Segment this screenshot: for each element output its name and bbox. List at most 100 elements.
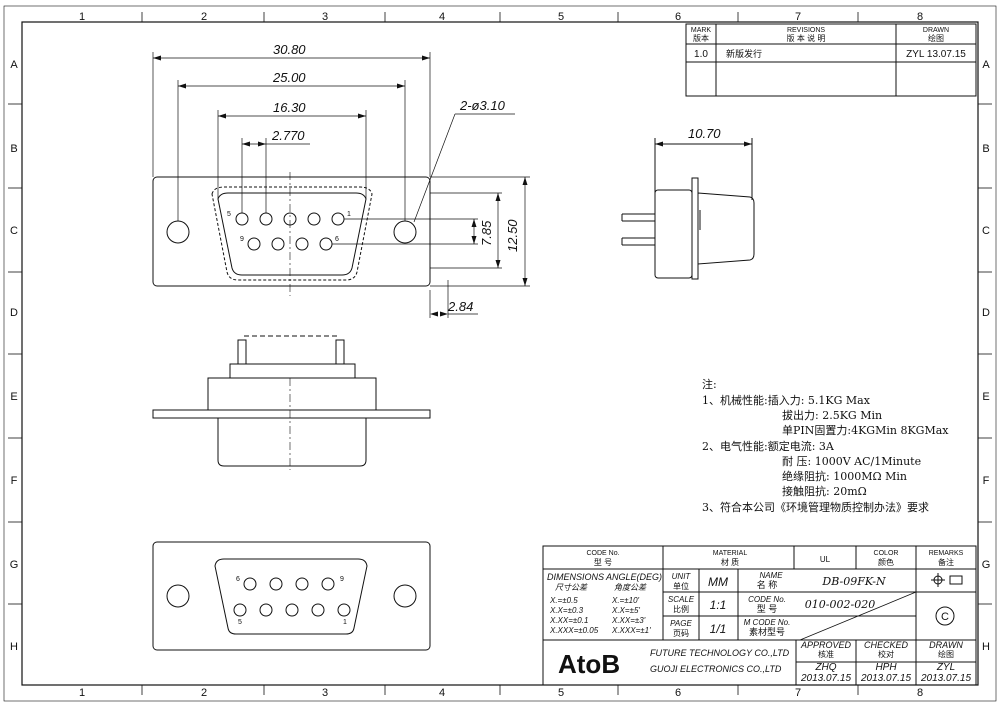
logo-area: AtoB FUTURE TECHNOLOGY CO.,LTD GUOJI ELE… bbox=[558, 648, 790, 679]
tb-code-label-cn: 型 号 bbox=[594, 558, 612, 567]
tb-scale-value: 1:1 bbox=[710, 598, 727, 612]
col-label: 2 bbox=[201, 11, 207, 23]
tb-code-label: CODE No. bbox=[586, 550, 619, 557]
dim-overall-width: 30.80 bbox=[273, 42, 306, 57]
tb-material-label: MATERIAL bbox=[713, 550, 748, 557]
col-label: 6 bbox=[675, 11, 681, 23]
dim-shell-width: 16.30 bbox=[273, 100, 306, 115]
row-label: E bbox=[10, 391, 17, 403]
tb-c-mark: C bbox=[941, 611, 949, 623]
mark-label-cn: 版本 bbox=[693, 33, 709, 43]
tb-angle-tolerance: X.=±10' bbox=[611, 596, 640, 605]
top-view bbox=[152, 335, 431, 470]
row-label: F bbox=[983, 475, 990, 487]
tb-tolerance: X.X=±0.3 bbox=[549, 606, 584, 615]
col-label: 4 bbox=[439, 687, 445, 699]
dim-depth: 10.70 bbox=[688, 126, 721, 141]
front-pin-labels: 5 1 9 6 bbox=[227, 211, 351, 243]
tb-approved-label-cn: 核准 bbox=[818, 649, 834, 659]
tb-code-label-2: CODE No. bbox=[748, 595, 786, 604]
tb-mcode-label-cn: 素材型号 bbox=[749, 626, 785, 637]
row-label: B bbox=[982, 143, 989, 155]
tb-checked-by: HPH bbox=[875, 662, 897, 673]
note-line: 绝缘阻抗: 1000MΩ Min bbox=[782, 469, 907, 483]
signoff-block: APPROVED 核准 ZHQ 2013.07.15 CHECKED 校对 HP… bbox=[800, 640, 971, 684]
tb-approved-by: ZHQ bbox=[814, 662, 836, 673]
row-label: G bbox=[10, 559, 19, 571]
dim-offset: 2.84 bbox=[447, 299, 473, 314]
note-line: 2、电气性能:额定电流: 3A bbox=[702, 439, 835, 453]
col-label: 7 bbox=[795, 11, 801, 23]
column-ticks bbox=[8, 12, 992, 695]
tb-remarks-label-cn: 备注 bbox=[938, 557, 954, 567]
pin-label: 6 bbox=[335, 236, 339, 243]
pin-label: 1 bbox=[347, 211, 351, 218]
row-label: C bbox=[10, 225, 18, 237]
front-dimension-labels: 30.80 25.00 16.30 2.770 2-ø3.10 7.85 12.… bbox=[271, 42, 520, 314]
front-view bbox=[152, 172, 431, 296]
pin-label: 1 bbox=[343, 619, 347, 626]
company-name-1: FUTURE TECHNOLOGY CO.,LTD bbox=[650, 648, 790, 658]
dim-shell-height: 12.50 bbox=[505, 219, 520, 252]
notes-title: 注: bbox=[702, 377, 717, 391]
row-label: A bbox=[982, 59, 990, 71]
col-label: 3 bbox=[322, 687, 328, 699]
row-label: C bbox=[982, 225, 990, 237]
revision-description: 新版发行 bbox=[726, 48, 762, 59]
col-label: 8 bbox=[917, 687, 923, 699]
note-line: 单PIN固置力:4KGMin 8KGMax bbox=[782, 424, 949, 437]
tb-unit-label: UNIT bbox=[672, 572, 692, 581]
company-name-2: GUOJI ELECTRONICS CO.,LTD bbox=[650, 664, 782, 674]
side-arrows bbox=[655, 141, 752, 147]
tb-checked-label-cn: 校对 bbox=[878, 649, 894, 659]
drawn-label: DRAWN bbox=[923, 27, 949, 34]
tb-page-label-cn: 页码 bbox=[673, 629, 689, 638]
tb-color-label-cn: 颜色 bbox=[878, 557, 894, 567]
revisions-label: REVISIONS bbox=[787, 27, 825, 34]
tb-page-value: 1/1 bbox=[710, 622, 727, 636]
dim-row-spacing: 7.85 bbox=[479, 220, 494, 246]
tb-tolerance: X.XX=±0.1 bbox=[549, 616, 588, 625]
note-line: 3、符合本公司《环境管理物质控制办法》要求 bbox=[702, 500, 929, 514]
col-label: 1 bbox=[79, 11, 85, 23]
company-logo: AtoB bbox=[558, 649, 620, 679]
tb-drawn-label: DRAWN bbox=[929, 640, 963, 650]
dim-hole-spacing: 25.00 bbox=[272, 70, 306, 85]
tb-mcode-label: M CODE No. bbox=[744, 618, 791, 627]
tb-drawn-by: ZYL bbox=[936, 662, 955, 673]
front-dimension-lines bbox=[152, 52, 530, 318]
row-label: F bbox=[11, 475, 18, 487]
column-labels: 1 2 3 4 5 6 7 8 1 2 3 4 5 6 7 8 bbox=[79, 11, 923, 699]
pin-label: 9 bbox=[340, 576, 344, 583]
title-block-fields: UNIT 单位 MM NAME 名 称 DB-09FK-N SCALE 比例 1… bbox=[668, 571, 949, 638]
col-label: 7 bbox=[795, 687, 801, 699]
mark-label: MARK bbox=[691, 27, 712, 34]
tb-color-label: COLOR bbox=[874, 550, 899, 557]
note-line: 耐 压: 1000V AC/1Minute bbox=[782, 455, 921, 468]
note-line: 拔出力: 2.5KG Min bbox=[782, 408, 882, 422]
row-label: B bbox=[10, 143, 17, 155]
row-label: H bbox=[10, 641, 18, 653]
tb-drawn-label-cn: 绘图 bbox=[938, 649, 954, 659]
tb-code-value: 010-002-020 bbox=[805, 598, 875, 611]
revision-table: MARK 版本 REVISIONS 版 本 说 明 DRAWN 绘图 1.0 新… bbox=[685, 23, 977, 97]
tb-angle-tolerance: X.XXX=±1' bbox=[611, 626, 651, 635]
drawn-label-cn: 绘图 bbox=[928, 33, 944, 43]
tb-angle-label: ANGLE(DEG) bbox=[605, 572, 662, 582]
dimension-arrows bbox=[153, 55, 528, 317]
tb-scale-label-cn: 比例 bbox=[673, 604, 689, 614]
tb-ul-label: UL bbox=[820, 555, 831, 564]
tb-page-label: PAGE bbox=[670, 619, 692, 628]
col-label: 5 bbox=[558, 11, 564, 23]
tb-name-label-cn: 名 称 bbox=[757, 579, 778, 590]
row-label: H bbox=[982, 641, 990, 653]
tb-dimensions-label-cn: 尺寸公差 bbox=[555, 583, 588, 592]
tb-drawn-date: 2013.07.15 bbox=[920, 673, 971, 684]
outer-frame bbox=[3, 5, 997, 702]
note-line: 接触阻抗: 20mΩ bbox=[782, 484, 867, 498]
tb-part-name: DB-09FK-N bbox=[821, 575, 886, 588]
row-label: G bbox=[982, 559, 991, 571]
col-label: 1 bbox=[79, 687, 85, 699]
tolerance-block: DIMENSIONS 尺寸公差 ANGLE(DEG) 角度公差 X.=±0.5 … bbox=[547, 572, 662, 635]
